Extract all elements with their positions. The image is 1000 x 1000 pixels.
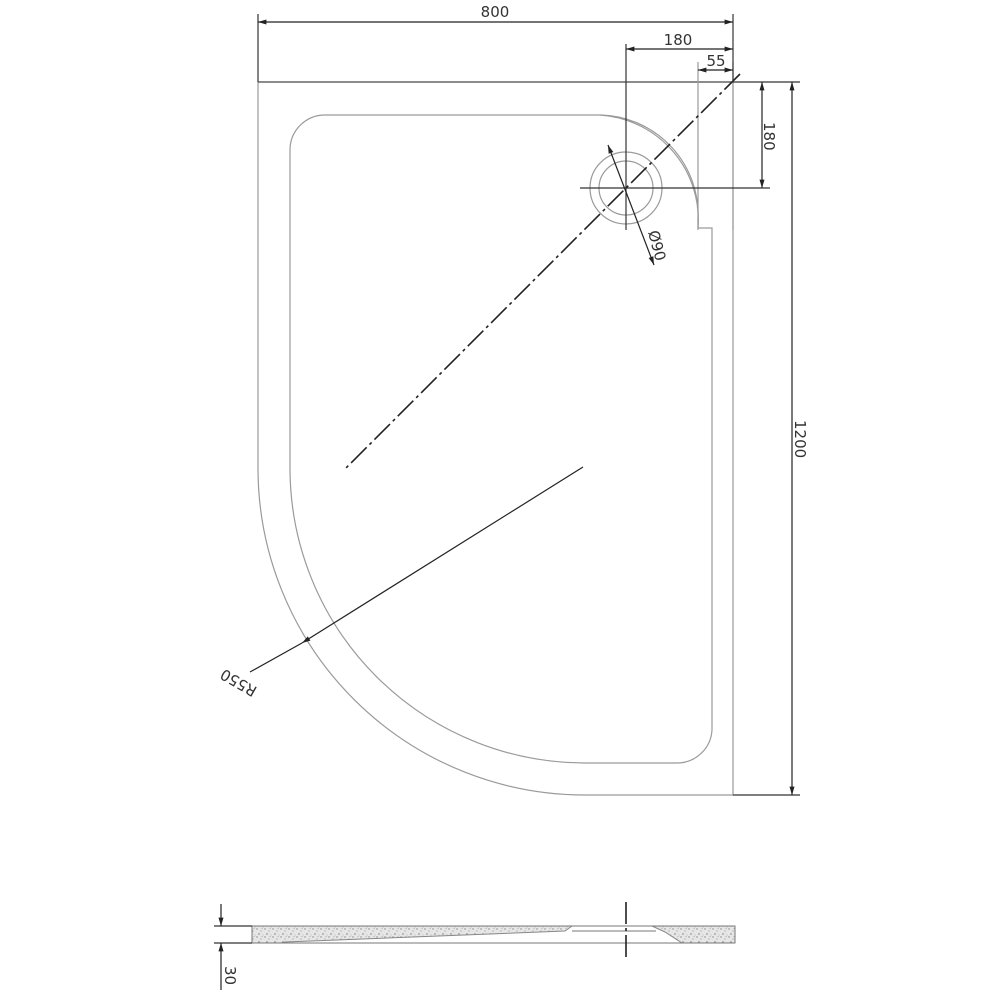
dim-overall-length: 1200 [791, 420, 809, 458]
side-section-view: 30 [214, 902, 736, 990]
radius-leader [301, 466, 584, 644]
diagonal-centerline [345, 73, 741, 469]
section-hatch-left [251, 925, 574, 944]
radius-leader-tail [249, 642, 303, 673]
dim-drain-offset-y: 180 [760, 122, 778, 151]
dim-upstand-width: 55 [706, 52, 725, 70]
dim-tray-height: 30 [221, 966, 239, 985]
dim-drain-diameter: Ø90 [644, 228, 669, 263]
section-hatch-right [651, 925, 736, 944]
tray-outer-outline [257, 81, 734, 796]
dim-drain-offset-x: 180 [664, 31, 693, 49]
drain-diameter-leader [607, 144, 655, 266]
plan-view: R550 Ø90 800 180 55 180 1200 [217, 3, 809, 796]
tray-inner-basin [289, 114, 713, 764]
drain [580, 44, 770, 266]
dim-overall-width: 800 [481, 3, 510, 21]
